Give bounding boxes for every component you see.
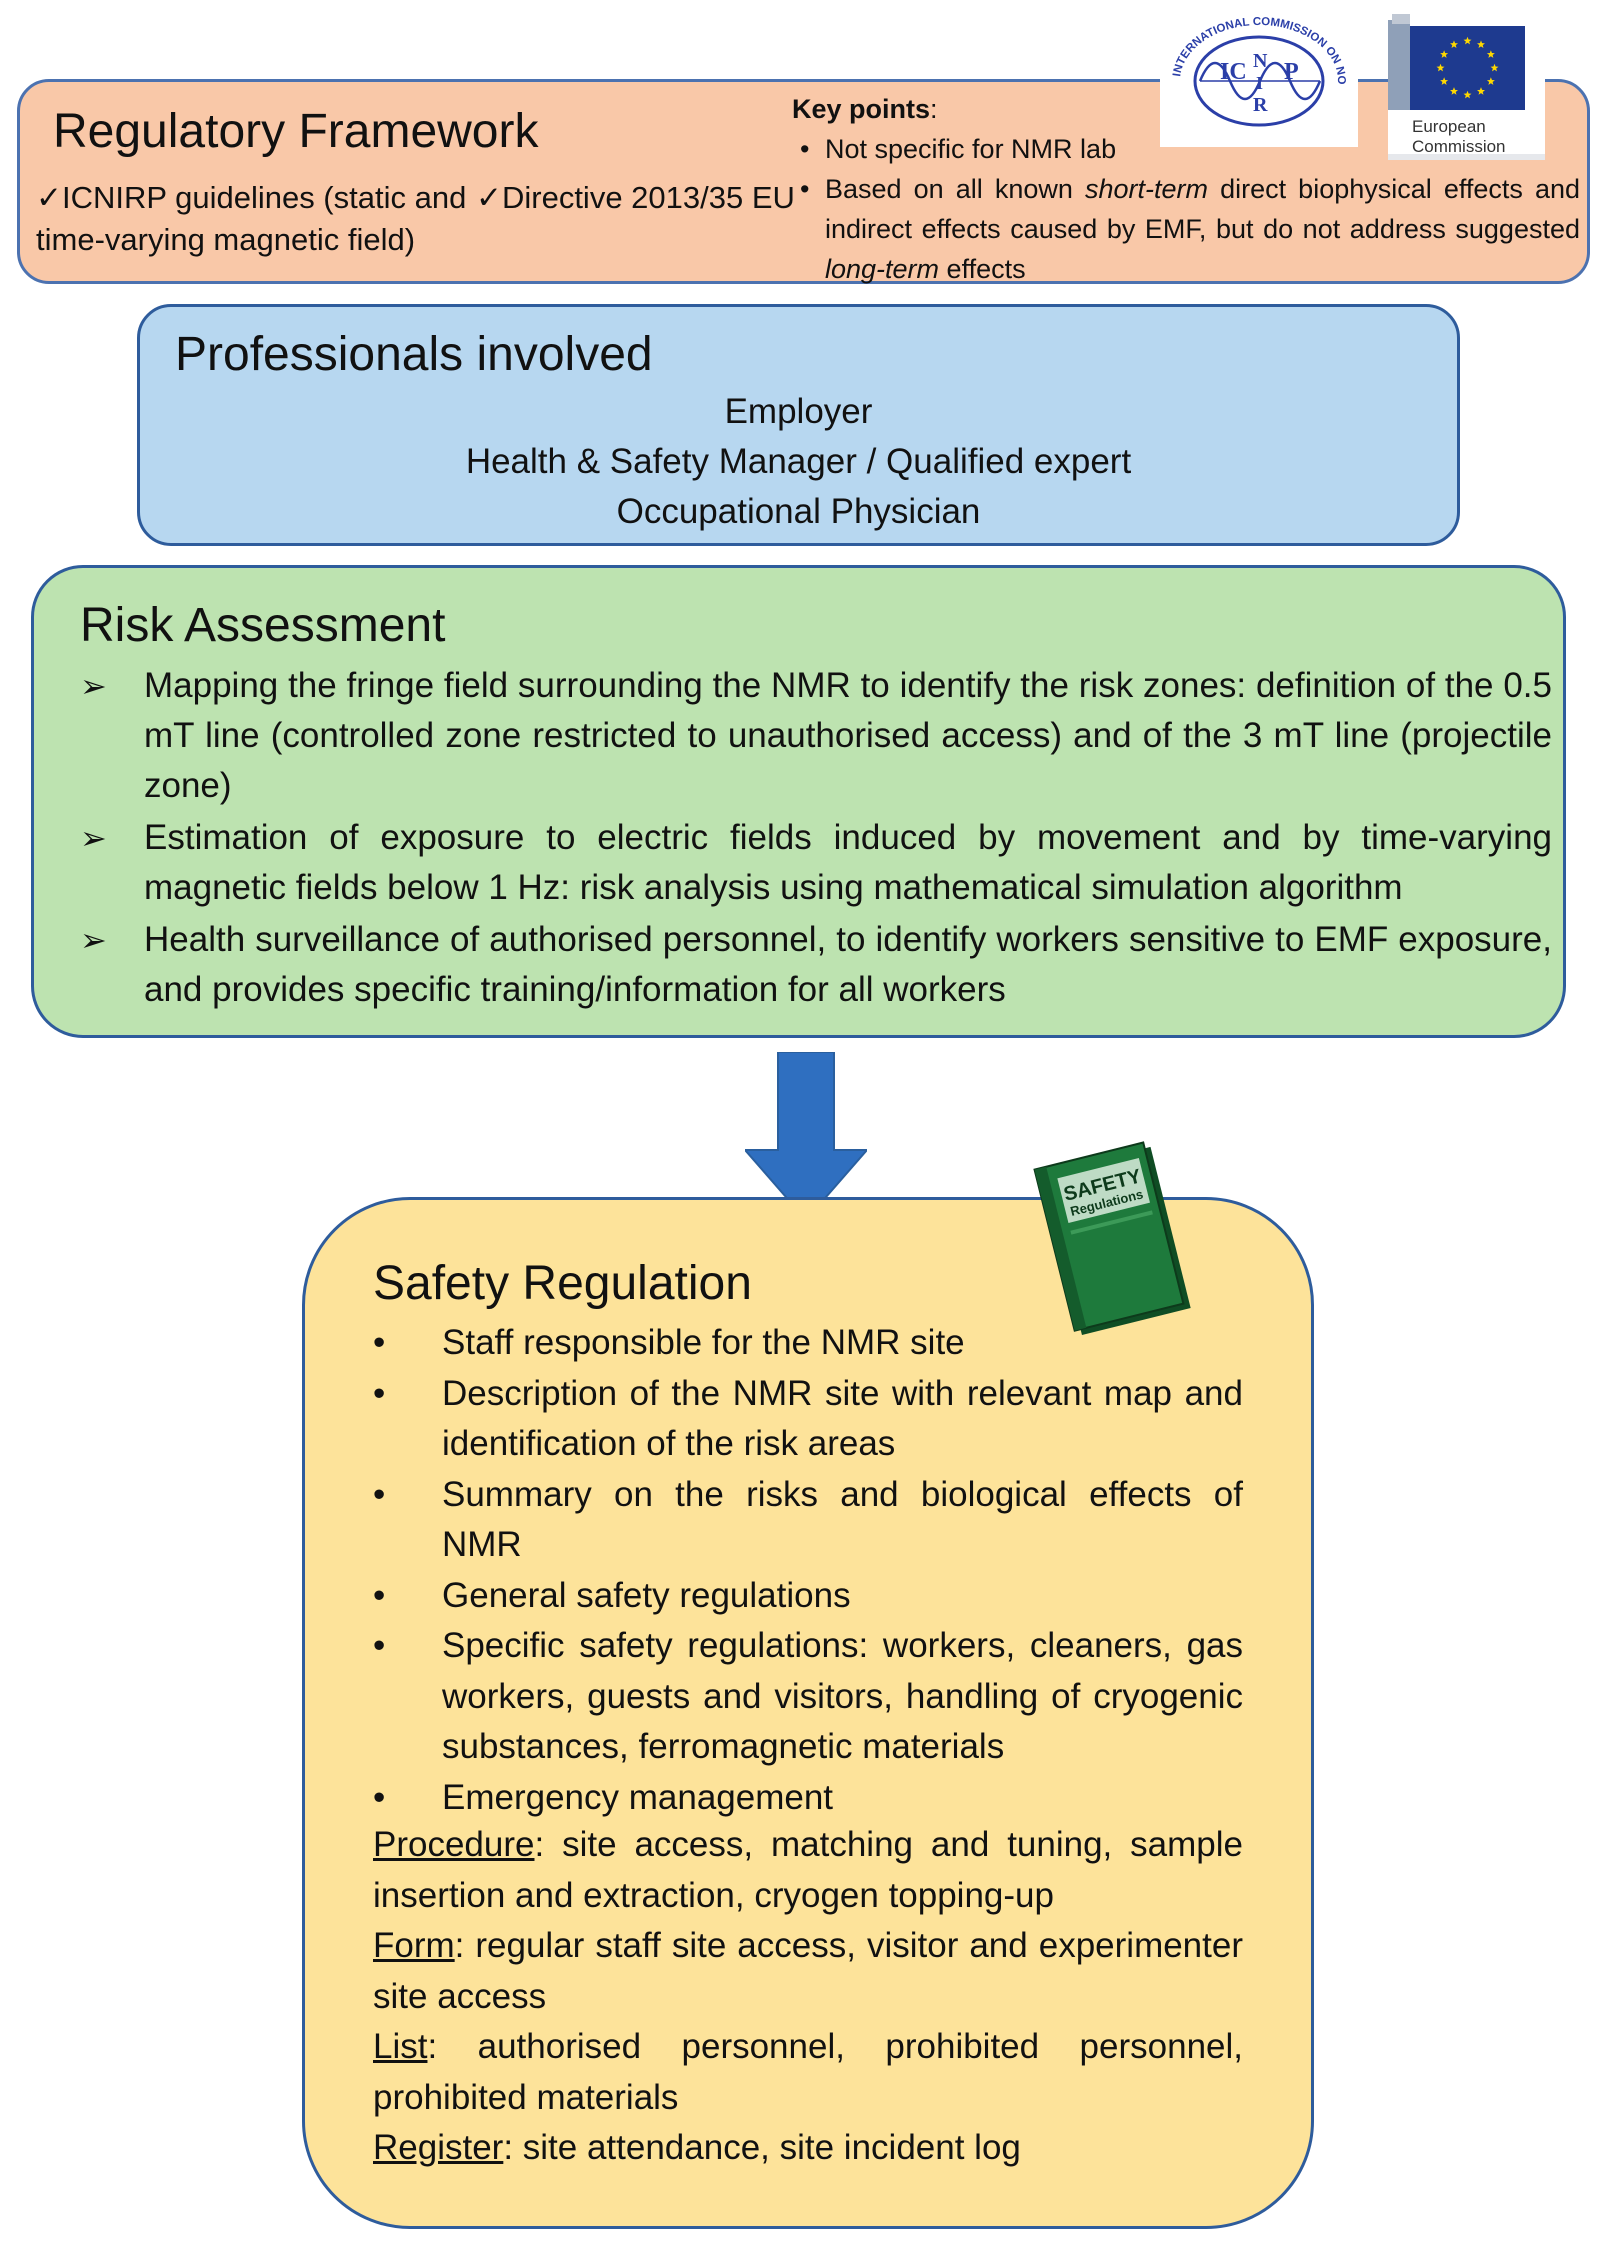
- eu-star-icon: [1463, 36, 1472, 45]
- eu-star-icon: [1490, 63, 1499, 72]
- key-point-emphasis-short-term: short-term: [1084, 174, 1208, 204]
- safety-item-text: General safety regulations: [442, 1575, 851, 1615]
- procedure-text: : site access, matching and tuning, samp…: [373, 1825, 1243, 1915]
- safety-item-text: Staff responsible for the NMR site: [442, 1323, 965, 1362]
- register-label: Register: [373, 2128, 504, 2167]
- form-paragraph: Form: regular staff site access, visitor…: [373, 1921, 1243, 2022]
- icnirp-letter-r: R: [1253, 94, 1268, 116]
- list-paragraph: List: authorised personnel, prohibited p…: [373, 2022, 1243, 2123]
- european-commission-logo-graphic: European Commission: [1388, 14, 1545, 160]
- eu-star-icon: [1450, 87, 1458, 95]
- eu-star-icon: [1436, 63, 1445, 72]
- eu-star-icon: [1477, 40, 1485, 49]
- icnirp-letters-ic: IC: [1220, 59, 1247, 85]
- form-label: Form: [373, 1926, 455, 1965]
- regulatory-framework-title: Regulatory Framework: [53, 105, 539, 158]
- down-arrow-icon: [742, 1051, 870, 1222]
- risk-item: ➢ Mapping the fringe field surrounding th…: [80, 661, 1552, 811]
- key-point-text-pre: Based on all known: [825, 174, 1085, 204]
- european-commission-logo: European Commission: [1388, 14, 1545, 160]
- professionals-title: Professionals involved: [175, 328, 653, 381]
- risk-item-text: Estimation of exposure to electric field…: [144, 818, 1552, 907]
- safety-item: •Emergency management: [373, 1777, 834, 1817]
- icnirp-letter-p: P: [1284, 59, 1299, 85]
- safety-item-text: Description of the NMR site with relevan…: [442, 1373, 1243, 1464]
- key-points-label: Key points: [792, 94, 931, 124]
- icnirp-letter-i: I: [1256, 73, 1263, 93]
- safety-item: •Summary on the risks and biological eff…: [373, 1474, 1243, 1565]
- professionals-box: Professionals involved Employer Health &…: [137, 304, 1460, 546]
- safety-item-text: Summary on the risks and biological effe…: [442, 1474, 1243, 1565]
- eu-star-icon: [1486, 77, 1495, 85]
- safety-item: •Staff responsible for the NMR site: [373, 1323, 965, 1362]
- professional-occupational-physician: Occupational Physician: [616, 492, 981, 531]
- risk-assessment-box: Risk Assessment ➢ Mapping the fringe fiel…: [31, 565, 1566, 1038]
- key-point-item: Not specific for NMR lab: [800, 129, 1580, 169]
- safety-regulation-title: Safety Regulation: [373, 1257, 752, 1310]
- safety-item: •Specific safety regulations: workers, c…: [373, 1626, 1243, 1766]
- risk-assessment-list: ➢ Mapping the fringe field surrounding th…: [80, 661, 1552, 1015]
- icnirp-logo-graphic: INTERNATIONAL COMMISSION ON NON-IONIZING…: [1156, 6, 1347, 127]
- icnirp-guidelines-line1: ✓ICNIRP guidelines (static and: [36, 180, 467, 215]
- risk-item-text: Mapping the fringe field surrounding the…: [144, 666, 1552, 805]
- risk-assessment-title: Risk Assessment: [80, 599, 446, 652]
- key-point-item: Based on all known short-term direct bio…: [800, 169, 1580, 289]
- safety-item: •Description of the NMR site with releva…: [373, 1373, 1243, 1464]
- key-point-emphasis-long-term: long-term: [825, 254, 940, 284]
- icnirp-logo: INTERNATIONAL COMMISSION ON NON-IONIZING…: [1156, 6, 1358, 147]
- safety-regulation-box: Safety Regulation •Staff responsible for…: [302, 1197, 1314, 2229]
- key-points-list: Not specific for NMR lab Based on all kn…: [800, 129, 1580, 289]
- key-point-text-post: effects: [939, 254, 1026, 284]
- risk-item-text: Health surveillance of authorised person…: [144, 920, 1552, 1009]
- key-point-text: Not specific for NMR lab: [825, 134, 1117, 164]
- eu-star-icon: [1440, 50, 1449, 58]
- safety-item: •General safety regulations: [373, 1575, 851, 1615]
- list-text: : authorised personnel, prohibited perso…: [373, 2027, 1243, 2117]
- risk-item: ➢ Health surveillance of authorised perso…: [80, 915, 1552, 1015]
- procedure-label: Procedure: [373, 1825, 535, 1864]
- icnirp-guidelines-item: ✓ICNIRP guidelines (static and time-vary…: [36, 177, 466, 261]
- icnirp-guidelines-line2: time-varying magnetic field): [36, 222, 416, 257]
- list-label: List: [373, 2027, 428, 2066]
- professional-hs-manager: Health & Safety Manager / Qualified expe…: [465, 442, 1132, 481]
- safety-item-text: Specific safety regulations: workers, cl…: [442, 1626, 1243, 1766]
- arrow-bullet-icon: ➢: [80, 820, 107, 856]
- eu-star-icon: [1486, 50, 1495, 58]
- directive-item: ✓Directive 2013/35 EU: [476, 180, 795, 215]
- arrow-bullet-icon: ➢: [80, 922, 107, 958]
- key-points-colon: :: [930, 94, 938, 124]
- eu-stars: [1436, 36, 1499, 99]
- ec-text-line2: Commission: [1412, 137, 1506, 156]
- eu-star-icon: [1463, 90, 1472, 99]
- professional-employer: Employer: [724, 392, 873, 431]
- key-point-text-mid: direct biophysical effects and indirect …: [825, 174, 1581, 244]
- arrow-bullet-icon: ➢: [80, 668, 107, 704]
- key-points-title: Key points:: [792, 94, 938, 125]
- risk-item: ➢ Estimation of exposure to electric fiel…: [80, 813, 1552, 913]
- safety-book-icon: SAFETY Regulations: [1016, 1140, 1216, 1340]
- icnirp-letter-n: N: [1253, 50, 1268, 72]
- safety-regulation-list: •Staff responsible for the NMR site •Des…: [373, 1318, 1243, 1823]
- eu-star-icon: [1477, 87, 1485, 95]
- procedure-paragraph: Procedure: site access, matching and tun…: [373, 1820, 1243, 1921]
- register-text: : site attendance, site incident log: [503, 2128, 1021, 2167]
- eu-star-icon: [1440, 77, 1449, 85]
- safety-item-text: Emergency management: [442, 1777, 834, 1817]
- register-paragraph: Register: site attendance, site incident…: [373, 2123, 1243, 2174]
- form-text: : regular staff site access, visitor and…: [373, 1926, 1243, 2016]
- ec-text-line1: European: [1412, 117, 1486, 136]
- eu-star-icon: [1450, 40, 1458, 49]
